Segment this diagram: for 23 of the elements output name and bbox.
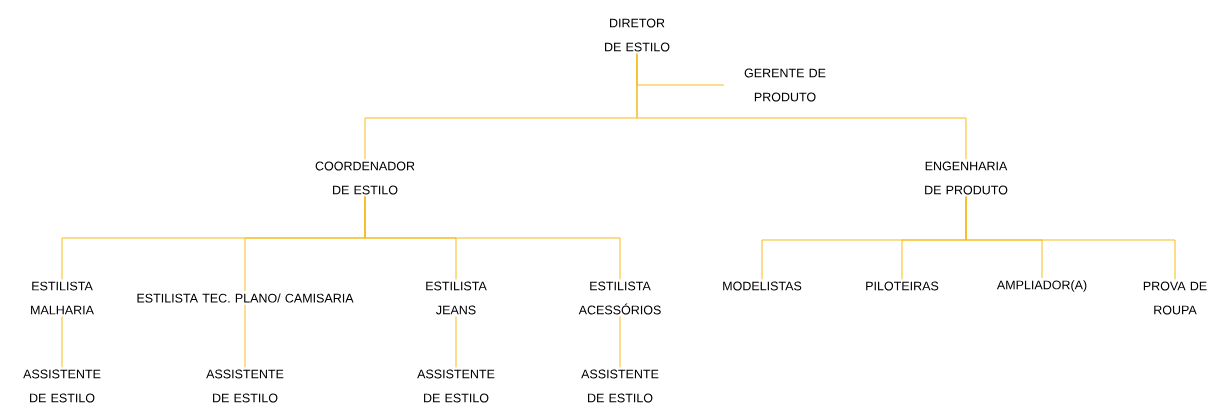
- position-label: ENGENHARIA DE PRODUTO: [925, 161, 1008, 195]
- position-label: ESTILISTA JEANS: [426, 281, 487, 315]
- connector-line: [965, 196, 1176, 280]
- position-label: ASSISTENTE DE ESTILO: [206, 369, 284, 403]
- position-label: PILOTEIRAS: [866, 281, 939, 291]
- connector-line: [619, 316, 621, 368]
- connector-line: [244, 304, 246, 368]
- position-label: MODELISTAS: [723, 281, 802, 291]
- connector-line: [636, 53, 967, 160]
- position-label: ESTILISTA MALHARIA: [31, 281, 94, 315]
- connector-line: [455, 316, 457, 368]
- connector-line: [364, 196, 621, 280]
- position-label: ASSISTENTE DE ESTILO: [581, 369, 659, 403]
- position-label: ESTILISTA ACESSÓRIOS: [578, 281, 661, 315]
- position-label: ASSISTENTE DE ESTILO: [417, 369, 495, 403]
- position-label: COORDENADOR DE ESTILO: [315, 161, 415, 195]
- position-label: DIRETOR DE ESTILO: [605, 18, 670, 52]
- position-label: AMPLIADOR(A): [996, 280, 1087, 292]
- position-label: ASSISTENTE DE ESTILO: [23, 369, 101, 403]
- position-label: PROVA DE ROUPA: [1143, 281, 1207, 315]
- position-label: ESTILISTA TEC. PLANO/ CAMISARIA: [137, 293, 354, 303]
- connector-line: [61, 316, 63, 368]
- position-label: GERENTE DE PRODUTO: [744, 68, 826, 102]
